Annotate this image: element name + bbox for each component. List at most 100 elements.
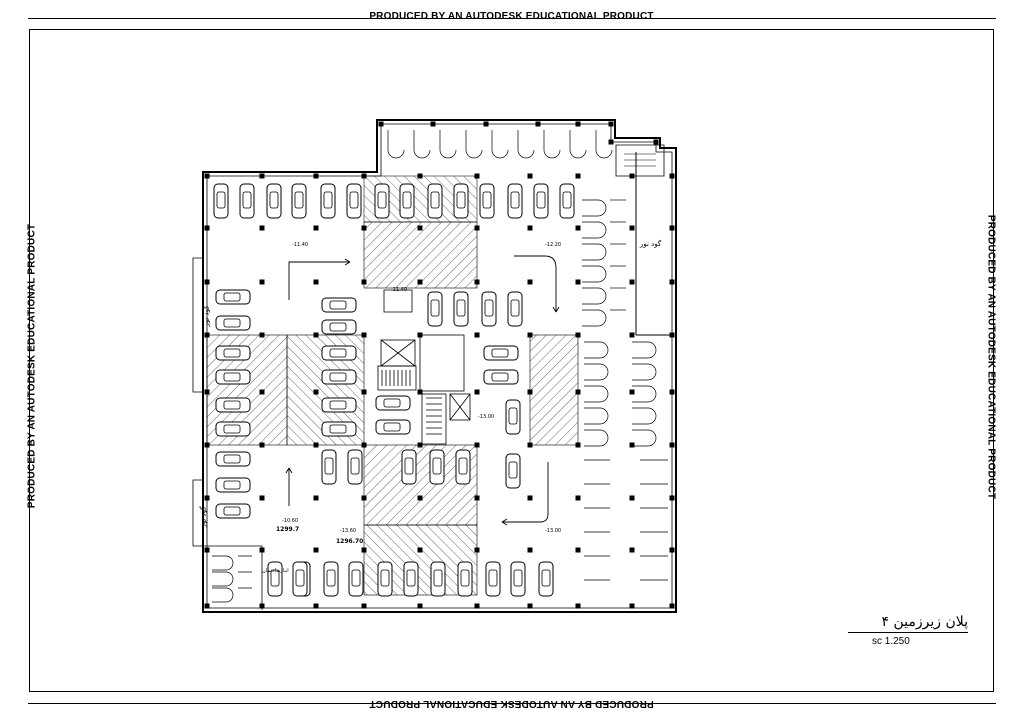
parking-stall	[584, 385, 609, 403]
column	[259, 225, 265, 231]
car	[215, 369, 251, 385]
car	[321, 421, 357, 437]
column	[527, 495, 533, 501]
lightwell-label-left-bottom: گود نور	[199, 506, 208, 528]
column	[535, 121, 541, 127]
column	[527, 225, 533, 231]
column	[474, 603, 480, 609]
car	[457, 561, 473, 597]
parking-stall	[582, 199, 607, 217]
level-mark-bottom-center: -13.60	[340, 528, 357, 534]
column	[669, 547, 675, 553]
car	[348, 561, 364, 597]
column	[259, 279, 265, 285]
car	[321, 345, 357, 361]
column	[361, 389, 367, 395]
parking-stall	[413, 130, 431, 159]
car	[215, 451, 251, 467]
car	[538, 561, 554, 597]
parking-stall	[569, 130, 587, 159]
car	[399, 183, 415, 219]
car	[401, 449, 417, 485]
structural-columns	[204, 121, 675, 609]
column	[669, 279, 675, 285]
parking-stall	[584, 341, 609, 359]
parking-stall	[582, 309, 607, 327]
traffic-arrows	[285, 255, 560, 526]
car	[321, 369, 357, 385]
column	[575, 173, 581, 179]
level-mark-bottom-left: -10.60	[282, 518, 299, 524]
column	[204, 547, 210, 553]
plan-title: پلان زیرزمین ۴	[881, 614, 969, 630]
column	[361, 173, 367, 179]
car	[291, 183, 307, 219]
column	[259, 547, 265, 553]
car	[347, 449, 363, 485]
elevation-bottom-left: 1299.7	[276, 526, 300, 533]
column	[474, 225, 480, 231]
column	[204, 225, 210, 231]
column	[653, 139, 659, 145]
column	[313, 442, 319, 448]
column	[527, 442, 533, 448]
title-block: پلان زیرزمین ۴ sc 1.250	[848, 614, 968, 647]
column	[527, 173, 533, 179]
car	[483, 345, 519, 361]
car	[215, 503, 251, 519]
column	[669, 603, 675, 609]
column	[204, 442, 210, 448]
column	[313, 495, 319, 501]
car	[453, 291, 469, 327]
parking-stall	[584, 407, 609, 425]
parking-stall	[632, 341, 657, 359]
column	[575, 389, 581, 395]
car	[479, 183, 495, 219]
column	[313, 389, 319, 395]
hatched-areas	[206, 175, 579, 596]
column	[259, 389, 265, 395]
column	[474, 389, 480, 395]
column	[417, 389, 423, 395]
column	[204, 279, 210, 285]
column	[361, 442, 367, 448]
parking-stall	[582, 243, 607, 261]
level-mark-bottom-right: -13.00	[545, 528, 562, 534]
car	[215, 421, 251, 437]
parking-spaces	[212, 130, 668, 603]
watermark-top: PRODUCED BY AN AUTODESK EDUCATIONAL PROD…	[369, 11, 654, 22]
column	[527, 547, 533, 553]
column	[669, 225, 675, 231]
column	[313, 332, 319, 338]
car	[505, 453, 521, 489]
column	[204, 495, 210, 501]
parking-stall	[584, 429, 609, 447]
title-underline	[848, 632, 968, 633]
column	[417, 225, 423, 231]
column	[629, 389, 635, 395]
column	[629, 225, 635, 231]
level-mark-top-right: -12.20	[545, 242, 562, 248]
column	[259, 173, 265, 179]
column	[361, 279, 367, 285]
car	[453, 183, 469, 219]
parking-stall	[491, 130, 509, 159]
column	[259, 495, 265, 501]
column	[259, 442, 265, 448]
car	[559, 183, 575, 219]
car	[483, 369, 519, 385]
parking-stall	[212, 555, 252, 571]
drawing-frame	[29, 29, 994, 692]
level-mark-center: -11.40	[391, 287, 408, 293]
car	[215, 315, 251, 331]
column	[204, 332, 210, 338]
column	[608, 139, 614, 145]
scale-label: sc 1.250	[872, 636, 910, 647]
column	[669, 495, 675, 501]
column	[474, 279, 480, 285]
column	[669, 332, 675, 338]
column	[313, 603, 319, 609]
car	[321, 319, 357, 335]
car	[427, 183, 443, 219]
